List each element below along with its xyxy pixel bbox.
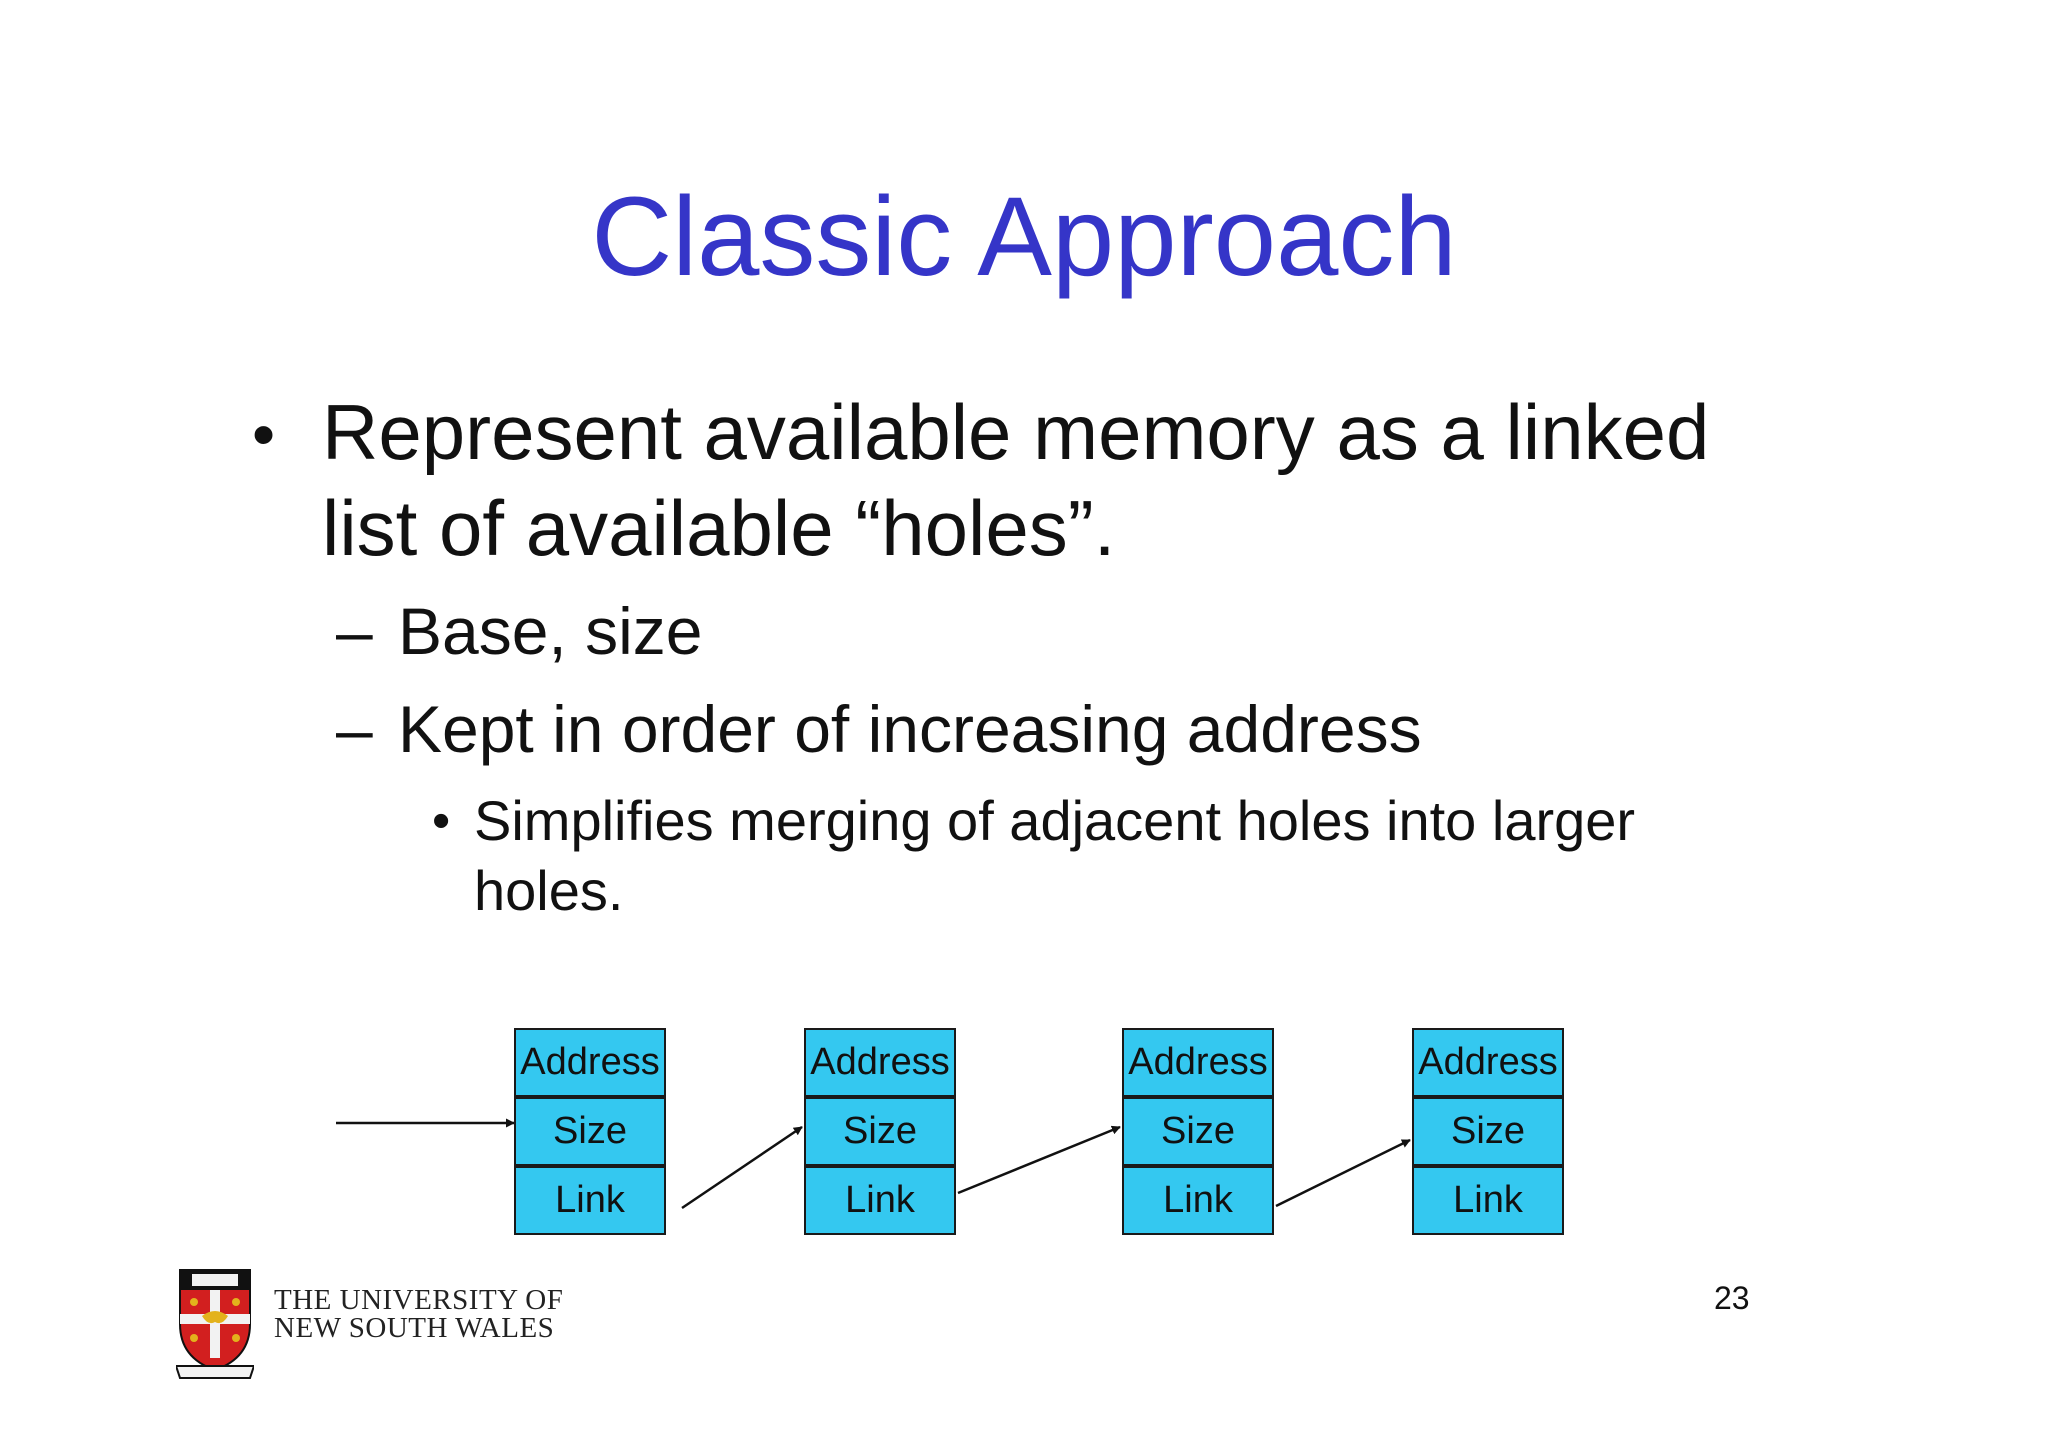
hole-node: Address Size Link [1122, 1028, 1274, 1235]
node-address-cell: Address [1122, 1028, 1274, 1097]
sub-bullet-dash: – [336, 594, 373, 668]
unsw-crest-logo [176, 1269, 254, 1379]
node-link-cell: Link [1412, 1166, 1564, 1235]
bullet-main-line-1: Represent available memory as a linked [322, 388, 1710, 476]
subsub-bullet-marker: • [432, 792, 451, 850]
subsub-bullet-line-1: Simplifies merging of adjacent holes int… [474, 789, 1636, 852]
node-address-cell: Address [514, 1028, 666, 1097]
node-size-cell: Size [514, 1097, 666, 1166]
hole-node: Address Size Link [804, 1028, 956, 1235]
link-arrow-3 [1275, 1138, 1411, 1208]
university-name-line-1: THE UNIVERSITY OF [274, 1284, 564, 1316]
subsub-bullet-line-2: holes. [474, 859, 624, 922]
link-arrow-2 [957, 1125, 1121, 1195]
node-link-cell: Link [804, 1166, 956, 1235]
node-address-cell: Address [804, 1028, 956, 1097]
sub-bullet-base-size: Base, size [398, 594, 703, 668]
sub-bullet-dash: – [336, 692, 373, 766]
bullet-marker: • [252, 397, 276, 471]
hole-node: Address Size Link [1412, 1028, 1564, 1235]
node-size-cell: Size [804, 1097, 956, 1166]
node-address-cell: Address [1412, 1028, 1564, 1097]
page-number: 23 [1714, 1280, 1750, 1316]
node-size-cell: Size [1412, 1097, 1564, 1166]
link-arrow-1 [681, 1125, 803, 1210]
university-name-line-2: NEW SOUTH WALES [274, 1312, 555, 1344]
sub-bullet-kept-in-order: Kept in order of increasing address [398, 692, 1422, 766]
bullet-main-line-2: list of available “holes”. [322, 484, 1116, 572]
node-link-cell: Link [514, 1166, 666, 1235]
node-link-cell: Link [1122, 1166, 1274, 1235]
university-name: THE UNIVERSITY OF NEW SOUTH WALES [274, 1284, 564, 1344]
node-size-cell: Size [1122, 1097, 1274, 1166]
slide-title: Classic Approach [591, 174, 1457, 299]
hole-node: Address Size Link [514, 1028, 666, 1235]
